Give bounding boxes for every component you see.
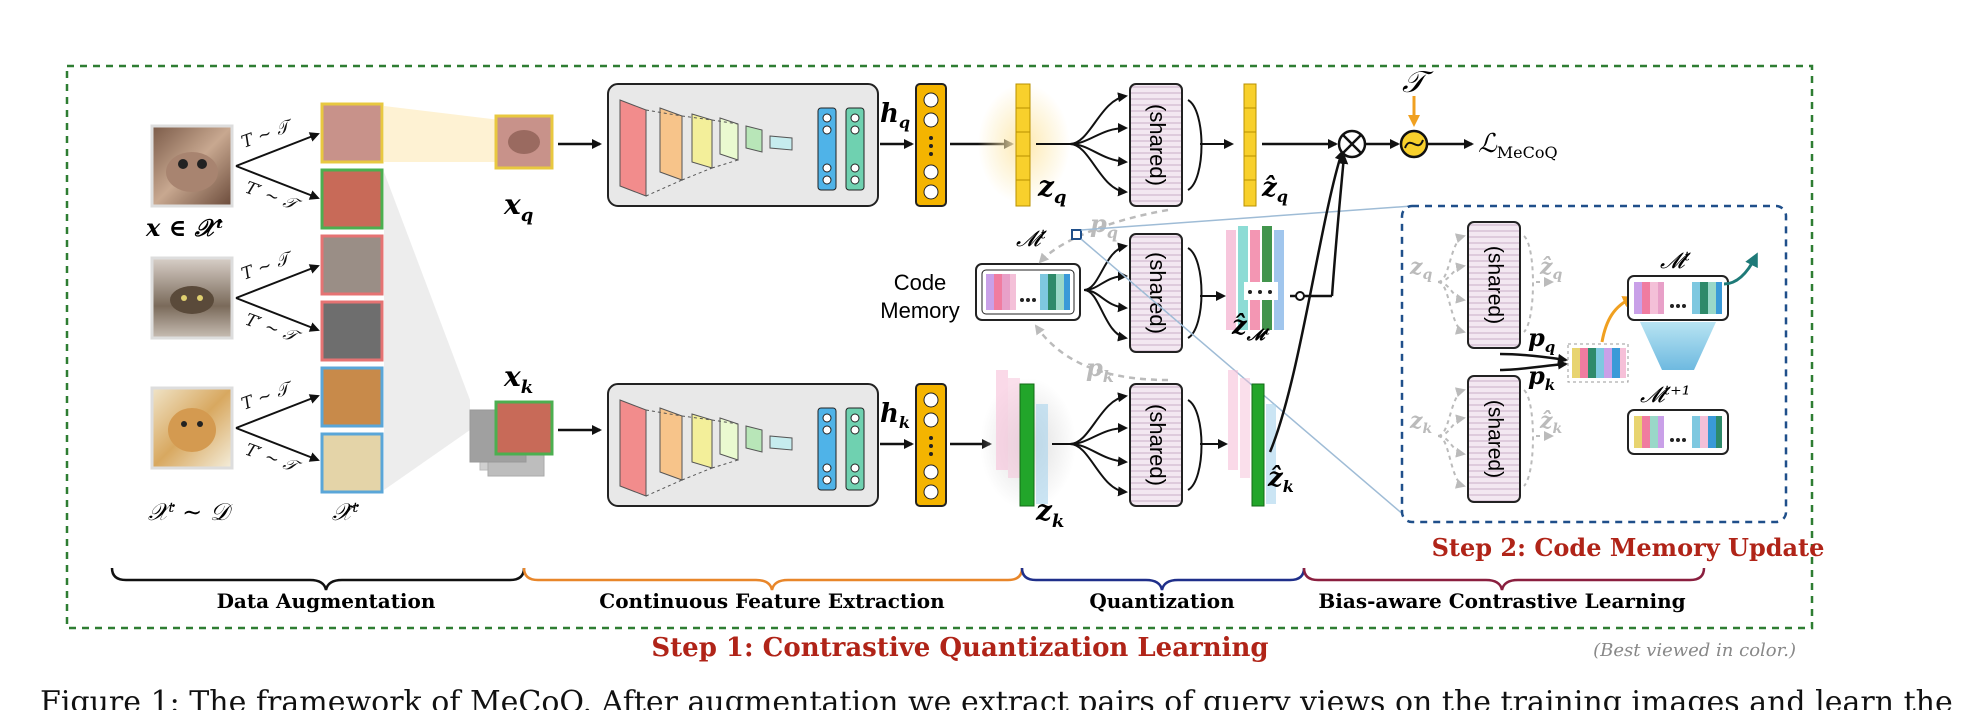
inset-zq-hat-label: ẑq — [1539, 254, 1563, 283]
zk-hat-vector — [1228, 370, 1276, 507]
encoder-query — [607, 83, 879, 207]
aug-T-2: T ∼ 𝒯 — [239, 247, 297, 284]
inset-shared-top: (shared) — [1467, 221, 1521, 349]
svg-text:(shared): (shared) — [1483, 246, 1506, 324]
svg-text:(shared): (shared) — [1145, 252, 1170, 334]
Mt-label: 𝓜ᵗ — [1016, 227, 1047, 252]
multiply-op — [1337, 129, 1367, 159]
xk-image-stack — [469, 400, 554, 477]
svg-text:(shared): (shared) — [1145, 104, 1170, 186]
stage-label-feature-extraction: Continuous Feature Extraction — [599, 589, 945, 613]
svg-text:(shared): (shared) — [1145, 404, 1170, 486]
xq-image — [494, 114, 554, 170]
inset-anchor — [1071, 229, 1082, 240]
zM-hat-label: ẑ𝓜ᵗ — [1231, 311, 1271, 344]
inset-memory-t — [1627, 275, 1729, 321]
loss-label: ℒMeCoQ — [1478, 129, 1558, 162]
inset-pq-label: pq — [1528, 323, 1555, 356]
inset-Mt1-label: 𝓜ᵗ⁺¹ — [1640, 383, 1691, 408]
hk-vector — [880, 383, 947, 507]
inset-teal-arrow — [1723, 252, 1758, 286]
inset-memory-t1 — [1627, 409, 1729, 455]
best-viewed-note: (Best viewed in color.) — [1593, 640, 1796, 661]
junction-dot — [1295, 291, 1305, 301]
pq-label: pq — [1090, 209, 1118, 242]
shared-quantizer-top: (shared) — [1129, 83, 1183, 207]
hq-vector — [880, 83, 947, 207]
pk-label: pk — [1086, 353, 1114, 386]
zk-hat-label: ẑk — [1267, 463, 1294, 496]
aug-Tp-1: T′ ∼ 𝒯 — [242, 178, 304, 217]
hq-label: hq — [880, 99, 910, 132]
shared-quantizer-memory: (shared) — [1129, 233, 1183, 353]
figure-caption: Figure 1: The framework of MeCoQ. After … — [40, 685, 1953, 710]
query-beam — [384, 106, 500, 162]
xk-label: xk — [503, 360, 533, 398]
xq-label: xq — [503, 188, 533, 226]
aug-T-1: T ∼ 𝒯 — [239, 115, 297, 152]
shared-quantizer-bottom: (shared) — [1129, 383, 1183, 507]
aug-T-3: T ∼ 𝒯 — [239, 377, 297, 414]
zk-label: zk — [1035, 494, 1064, 532]
augmented-views — [320, 102, 384, 494]
inset-update-beam — [1640, 322, 1716, 370]
zM-hat-vectors — [1226, 226, 1284, 330]
aug-Tp-2: T′ ∼ 𝒯 — [242, 310, 304, 349]
inset-Mt-label: 𝓜ᵗ — [1660, 249, 1691, 274]
inset-zk-label: zk — [1409, 408, 1433, 437]
tau-label: 𝒯 — [1402, 65, 1434, 100]
zq-hat-vector — [1243, 83, 1257, 207]
stage-label-contrastive: Bias-aware Contrastive Learning — [1318, 589, 1685, 613]
step1-title: Step 1: Contrastive Quantization Learnin… — [651, 633, 1268, 663]
X-tilde-label: 𝒳̃ᵗ — [332, 498, 360, 526]
code-memory-label-1: Code — [894, 270, 947, 295]
input-image-cat2 — [150, 256, 234, 340]
code-memory-label-2: Memory — [880, 298, 959, 323]
hk-label: hk — [880, 399, 910, 432]
temperature-softmax-op — [1399, 96, 1429, 159]
zq-hat-label: ẑq — [1261, 173, 1288, 206]
inset-dashed-arrows — [1437, 233, 1554, 489]
inset-p-arrows — [1499, 352, 1568, 372]
contrastive-arrows — [1262, 139, 1474, 453]
inset-pk-label: pk — [1528, 361, 1555, 394]
svg-text:(shared): (shared) — [1483, 400, 1506, 478]
step2-title: Step 2: Code Memory Update — [1432, 533, 1825, 562]
inset-zk-hat-label: ẑk — [1539, 408, 1563, 437]
inset-shared-bottom: (shared) — [1467, 375, 1521, 503]
inset-prob-matrix — [1567, 343, 1629, 383]
probability-dashed-arrows — [1034, 208, 1169, 382]
input-image-dog — [150, 386, 234, 470]
augment-arrows — [235, 132, 320, 462]
key-beam — [384, 172, 470, 490]
inset-zq-label: zq — [1409, 254, 1433, 283]
stage-label-data-augmentation: Data Augmentation — [217, 589, 436, 613]
encoder-key — [607, 383, 879, 507]
code-memory — [975, 263, 1081, 321]
zq-vector — [1015, 83, 1031, 207]
stage-braces — [110, 567, 1706, 591]
zq-label: zq — [1037, 170, 1067, 208]
input-image-cat1 — [150, 124, 234, 208]
X-sim-D-label: 𝒳ᵗ ∼ 𝒟 — [148, 498, 234, 526]
step1-frame — [65, 64, 1814, 630]
x-in-X-label: x ∈ 𝒳ᵗ — [145, 213, 224, 242]
zk-vector — [996, 370, 1048, 507]
quantizer-fan-arrows — [1036, 92, 1234, 497]
stage-label-quantization: Quantization — [1089, 589, 1235, 613]
aug-Tp-3: T′ ∼ 𝒯 — [242, 440, 304, 479]
